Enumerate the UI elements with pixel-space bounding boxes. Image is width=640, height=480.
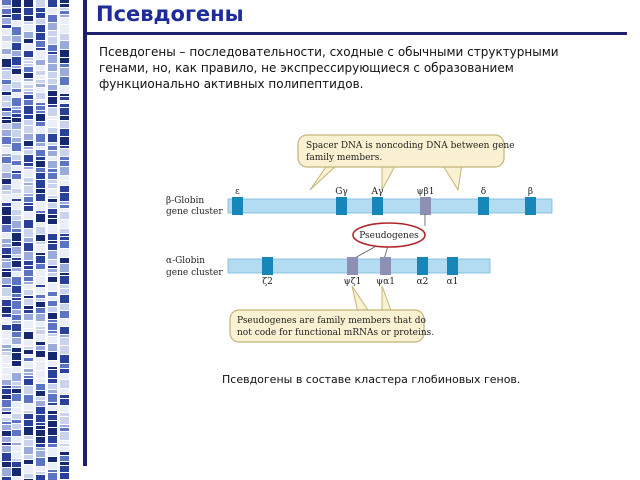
beta-gene-label: δ — [481, 187, 486, 197]
figure-caption: Псевдогены в составе кластера глобиновых… — [222, 373, 521, 386]
beta-cluster-label-line-2: gene cluster — [166, 207, 223, 217]
beta-gene-label: Gγ — [335, 187, 348, 197]
callout-bottom-line-1: Pseudogenes are family members that do — [237, 316, 426, 326]
title-horizontal-rule — [87, 32, 627, 35]
globin-cluster-figure: Spacer DNA is noncoding DNA between gene… — [166, 134, 553, 343]
alpha-gene-label: ψα1 — [376, 277, 395, 287]
callout-top-box — [297, 134, 505, 168]
beta-gene-label: ε — [235, 187, 240, 197]
alpha-cluster-label-line-1: α-Globin — [166, 256, 205, 266]
alpha-cluster-label-line-2: gene cluster — [166, 268, 223, 278]
decorative-barcode-strip — [2, 0, 69, 480]
beta-gene-label: β — [528, 187, 533, 197]
pseudogenes-definition-callout: Pseudogenes are family members that do n… — [229, 285, 434, 343]
beta-gene-label: Aγ — [371, 187, 384, 197]
callout-top-line-2: family members. — [306, 153, 382, 163]
pseudogenes-label: Pseudogenes — [359, 231, 419, 241]
alpha-gene-box — [447, 257, 458, 275]
slide-title: Псевдогены — [96, 2, 244, 26]
beta-gene-box — [372, 197, 383, 215]
alpha-gene-label: α1 — [447, 277, 459, 287]
intro-paragraph: Псевдогены – последовательности, сходные… — [99, 45, 559, 91]
beta-gene-box — [420, 197, 431, 215]
alpha-gene-box — [417, 257, 428, 275]
alpha-gene-label: ζ2 — [262, 277, 273, 287]
callout-top-pointers — [309, 163, 463, 192]
beta-cluster-label-line-1: β-Globin — [166, 196, 204, 206]
alpha-gene-box — [262, 257, 273, 275]
beta-gene-label: ψβ1 — [417, 187, 435, 197]
alpha-gene-label: α2 — [417, 277, 429, 287]
beta-gene-box — [525, 197, 536, 215]
pseudogenes-highlight-ellipse — [352, 222, 426, 248]
beta-gene-box — [336, 197, 347, 215]
callout-bottom-line-2: not code for functional mRNAs or protein… — [237, 328, 434, 338]
beta-chromosome-bar — [227, 198, 553, 214]
alpha-gene-box — [347, 257, 358, 275]
callout-bottom-pointers — [351, 285, 393, 314]
beta-gene-box — [478, 197, 489, 215]
spacer-dna-callout: Spacer DNA is noncoding DNA between gene… — [297, 134, 515, 192]
alpha-gene-label: ψζ1 — [344, 277, 362, 287]
callout-top-line-1: Spacer DNA is noncoding DNA between gene — [306, 141, 515, 151]
alpha-gene-box — [380, 257, 391, 275]
callout-bottom-box — [229, 309, 425, 343]
beta-gene-box — [232, 197, 243, 215]
title-vertical-rule — [83, 0, 87, 466]
pseudogene-pointer-alpha-right — [383, 245, 389, 260]
